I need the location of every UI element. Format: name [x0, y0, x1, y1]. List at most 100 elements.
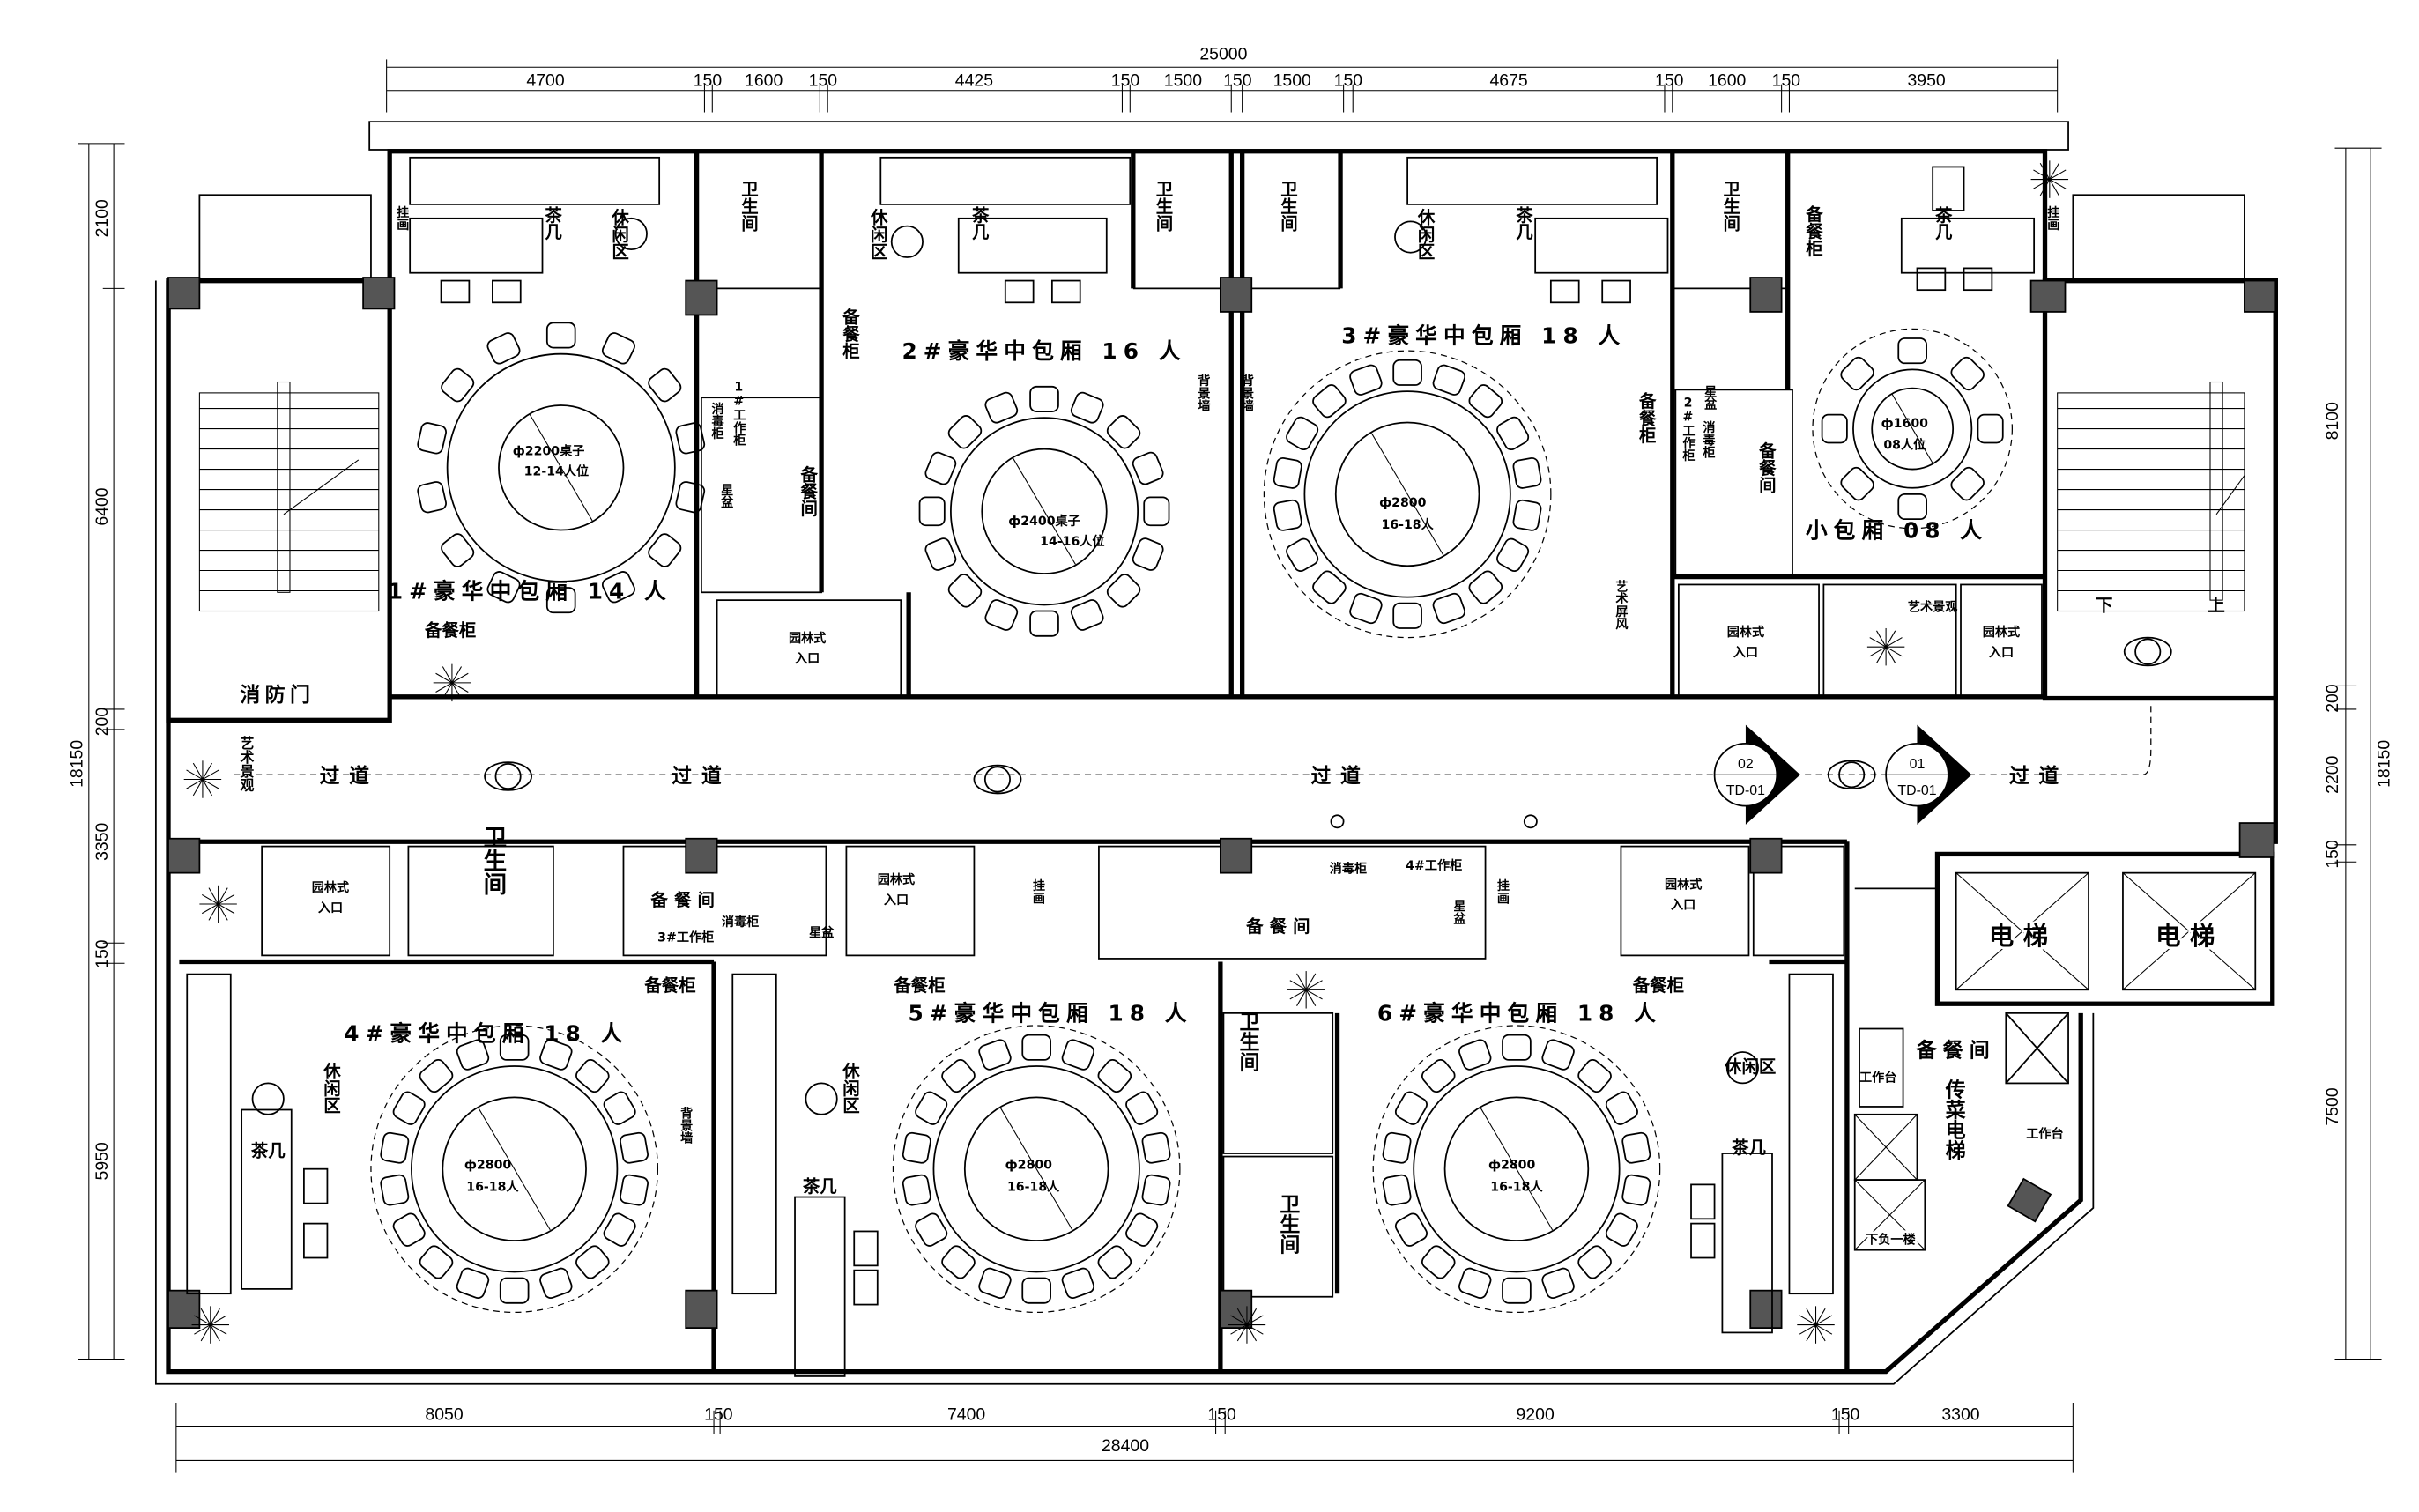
restroom-label: 卫生间 — [479, 826, 506, 896]
chair — [978, 1267, 1012, 1299]
tea-table-label: 茶几 — [542, 205, 562, 241]
dimension-bottom: 8050 150 7400 150 9200 150 3300 28400 — [175, 1403, 2074, 1473]
glass-hatch — [1000, 1108, 1073, 1231]
lazy-susan-ring — [411, 1065, 619, 1273]
room-seats: 16 人 — [1102, 338, 1186, 364]
chair — [902, 1174, 931, 1206]
chair — [1021, 1277, 1051, 1304]
corridor-label: 过道 — [2009, 764, 2068, 788]
tea-table-label: 茶几 — [1932, 205, 1952, 241]
lounge-label: 休闲区 — [867, 207, 888, 259]
to-basement-label: 下负一楼 — [1866, 1233, 1916, 1248]
dim-label: 1600 — [745, 70, 783, 90]
room-seats: 18 人 — [1109, 1001, 1193, 1027]
dining-table-room-5 — [892, 1025, 1181, 1314]
svg-text:小包厢 08 人: 小包厢 08 人 — [1806, 517, 1988, 543]
sideboard-label: 备餐柜 — [893, 975, 945, 996]
dim-label: 150 — [2323, 840, 2342, 869]
dim-label: 3950 — [1907, 70, 1945, 90]
chair — [1125, 1091, 1159, 1125]
room-name: 3#豪华中包厢 — [1341, 322, 1527, 348]
exterior-walls — [154, 121, 2278, 1385]
chair — [978, 1039, 1012, 1071]
dim-label: 6400 — [93, 487, 112, 525]
sideboard-label: 备餐柜 — [1632, 975, 1684, 996]
svg-text:4#豪华中包厢 18 人: 4#豪华中包厢 18 人 — [344, 1021, 628, 1047]
plant-icon — [1287, 971, 1325, 1009]
chair — [1840, 356, 1874, 391]
chair — [984, 391, 1019, 424]
chair — [1394, 1212, 1428, 1247]
tea-table-label: 茶几 — [1732, 1138, 1766, 1158]
dim-label: 150 — [1334, 70, 1363, 90]
restroom-label: 卫生间 — [1276, 1193, 1300, 1255]
garden-entrance-label: 园林式 — [312, 880, 349, 895]
table-size: ф2800 — [464, 1159, 511, 1173]
dim-left-total: 18150 — [68, 740, 87, 788]
chair — [941, 1245, 976, 1279]
chair — [1840, 466, 1874, 501]
chair — [1541, 1039, 1575, 1071]
garden-entrance-label: 入口 — [1671, 898, 1696, 912]
chair — [947, 574, 983, 608]
restroom-label: 卫生间 — [1720, 180, 1740, 231]
room-title-2: 2#豪华中包厢 16 人 — [902, 338, 1186, 364]
chair — [1141, 1131, 1171, 1164]
chair — [392, 1091, 426, 1125]
chair — [1106, 574, 1141, 608]
garden-entrance-label: 园林式 — [1665, 877, 1702, 892]
chair — [1132, 537, 1164, 571]
chair — [1070, 599, 1104, 631]
chair — [1029, 610, 1059, 637]
table-top — [1443, 1096, 1590, 1241]
section-marker-01[interactable]: 01 TD-01 — [1885, 724, 1972, 825]
chair — [1950, 356, 1985, 391]
chair — [1432, 592, 1465, 625]
section-sheet: TD-01 — [1726, 783, 1765, 798]
restroom-label: 卫生间 — [1277, 180, 1297, 231]
person-icon — [1827, 760, 1876, 790]
chair — [1143, 496, 1170, 527]
table-capacity: 16-18人 — [1490, 1179, 1543, 1194]
dim-label: 1500 — [1273, 70, 1311, 90]
painting-label: 挂画 — [2045, 205, 2059, 232]
chair — [924, 537, 957, 571]
chair — [417, 422, 447, 455]
sink-label: 星盆 — [1451, 900, 1466, 925]
chair — [1432, 364, 1465, 396]
background-wall-label: 背景墙 — [1240, 374, 1255, 412]
dining-table-room-2 — [918, 385, 1170, 637]
chair — [603, 1091, 636, 1125]
chair — [947, 415, 983, 449]
dim-label: 150 — [809, 70, 838, 90]
chair — [419, 1245, 454, 1279]
plant-icon — [433, 663, 471, 702]
garden-entrance-label: 入口 — [1989, 646, 2014, 660]
chair — [441, 367, 475, 403]
tea-table-label: 茶几 — [803, 1176, 837, 1197]
chair — [392, 1212, 426, 1247]
background-wall-label: 背景墙 — [679, 1106, 694, 1145]
chair — [1605, 1091, 1638, 1125]
chair — [1950, 466, 1985, 501]
structural-columns — [167, 277, 2277, 1329]
chair — [380, 1174, 410, 1206]
chair — [1577, 1245, 1612, 1279]
chair — [499, 1034, 530, 1061]
chair — [1382, 1174, 1412, 1206]
dim-label: 150 — [704, 1405, 733, 1424]
dim-label: 150 — [93, 939, 112, 968]
chair — [545, 587, 576, 614]
svg-text:2#豪华中包厢 16 人: 2#豪华中包厢 16 人 — [902, 338, 1186, 364]
room-seats: 18 人 — [1577, 1001, 1662, 1027]
room-title-3: 3#豪华中包厢 18 人 — [1341, 322, 1620, 348]
chair — [648, 367, 682, 403]
chair — [1273, 499, 1302, 531]
chair — [575, 1058, 610, 1093]
section-marker-02[interactable]: 02 TD-01 — [1713, 724, 1800, 825]
chair — [1621, 1131, 1651, 1164]
dim-right-total: 18150 — [2374, 740, 2393, 788]
service-elevator-label: 传菜电梯 — [1941, 1078, 1966, 1160]
chair — [486, 571, 521, 604]
